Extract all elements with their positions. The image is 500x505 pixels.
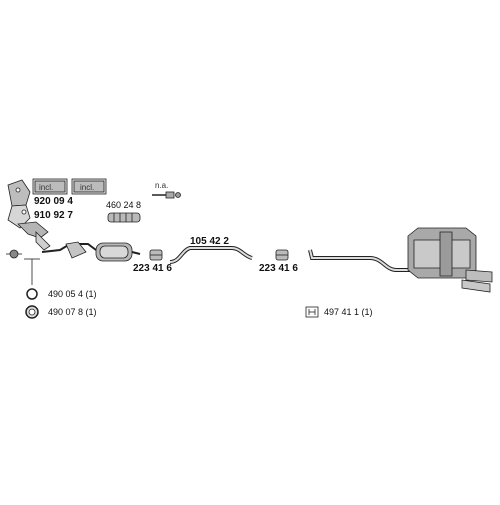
- clamp-front-icon: [149, 249, 163, 261]
- sensor-note: n.a.: [155, 181, 169, 190]
- rear-silencer-assembly: [308, 227, 493, 293]
- kit-a-tag: incl.: [39, 183, 54, 192]
- hanger-symbol: [24, 258, 40, 285]
- clamp-front-number: 223 41 6: [133, 263, 172, 274]
- ring-icon: [26, 288, 38, 300]
- middle-pipe: [169, 246, 253, 264]
- clamp-rear-number: 223 41 6: [259, 263, 298, 274]
- kit-a-box: [32, 178, 68, 195]
- flex-pipe-number: 460 24 8: [106, 200, 142, 210]
- stud-bolt-icon: [6, 249, 22, 259]
- kit-a-number: 920 09 4: [34, 196, 73, 207]
- kit-b-tag: incl.: [80, 183, 95, 192]
- hanger-icon: [25, 305, 39, 319]
- mount-icon: [305, 306, 319, 318]
- kit-b-box: [71, 178, 107, 195]
- manifold-assembly: [7, 179, 51, 251]
- mount-number: 497 41 1 (1): [324, 307, 373, 317]
- ring-number: 490 05 4 (1): [48, 289, 97, 299]
- oxygen-sensor-icon: [152, 191, 181, 199]
- catalytic-converter: [41, 241, 141, 262]
- clamp-rear-icon: [275, 249, 289, 261]
- hanger-number: 490 07 8 (1): [48, 307, 97, 317]
- flex-pipe-icon: [107, 212, 141, 223]
- kit-b-number: 910 92 7: [34, 210, 73, 221]
- middle-pipe-number: 105 42 2: [190, 236, 229, 247]
